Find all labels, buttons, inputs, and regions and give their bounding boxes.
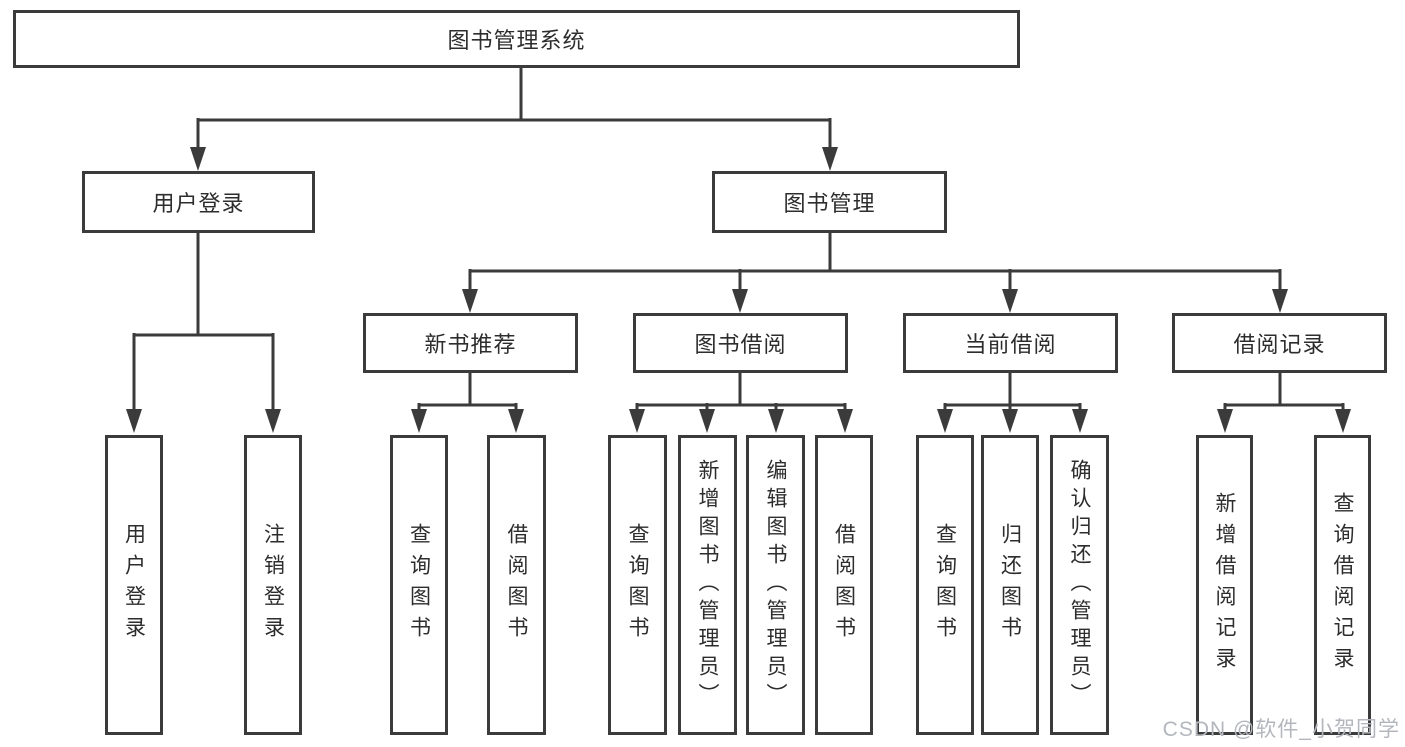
node-label: 确认归还（管理员） (1068, 459, 1091, 711)
leaf-query-book-recommend: 查询图书 (390, 435, 448, 735)
leaf-add-borrow-record: 新增借阅记录 (1196, 435, 1253, 735)
leaf-borrow-book-recommend: 借阅图书 (487, 435, 546, 735)
leaf-query-book-borrow: 查询图书 (608, 435, 667, 735)
node-label: 新书推荐 (424, 332, 517, 357)
node-label: 当前借阅 (964, 332, 1057, 357)
node-label: 查询图书 (626, 523, 649, 647)
node-label: 借阅记录 (1233, 332, 1326, 357)
leaf-confirm-return-admin: 确认归还（管理员） (1050, 435, 1109, 735)
leaf-query-book-current: 查询图书 (916, 435, 974, 735)
leaf-logout: 注销登录 (244, 435, 302, 735)
leaf-add-book-admin: 新增图书（管理员） (678, 435, 737, 735)
node-label: 用户登录 (152, 191, 245, 216)
node-label: 查询图书 (933, 523, 957, 647)
node-label: 图书管理系统 (447, 28, 586, 53)
node-current-borrow: 当前借阅 (903, 313, 1118, 373)
csdn-watermark: CSDN @软件_小贺同学 (1162, 718, 1400, 741)
node-user-login: 用户登录 (82, 171, 315, 233)
node-label: 编辑图书（管理员） (764, 459, 787, 711)
node-label: 查询图书 (407, 523, 431, 647)
leaf-borrow-book: 借阅图书 (815, 435, 873, 735)
leaf-return-book: 归还图书 (981, 435, 1039, 735)
node-label: 新增图书（管理员） (696, 459, 719, 711)
node-library-management-system: 图书管理系统 (13, 10, 1020, 68)
node-label: 借阅图书 (505, 523, 528, 647)
node-label: 图书管理 (783, 191, 876, 216)
node-label: 查询借阅记录 (1331, 492, 1354, 678)
node-new-book-recommend: 新书推荐 (363, 313, 578, 373)
node-label: 注销登录 (261, 523, 285, 647)
node-book-borrow: 图书借阅 (633, 313, 848, 373)
leaf-query-borrow-record: 查询借阅记录 (1314, 435, 1371, 735)
node-borrow-record: 借阅记录 (1172, 313, 1387, 373)
node-label: 用户登录 (122, 523, 146, 647)
leaf-edit-book-admin: 编辑图书（管理员） (746, 435, 805, 735)
node-label: 借阅图书 (832, 523, 856, 647)
leaf-user-login: 用户登录 (105, 435, 163, 735)
node-label: 新增借阅记录 (1213, 492, 1236, 678)
arrowhead-icons (126, 147, 1351, 433)
node-label: 图书借阅 (694, 332, 787, 357)
node-label: 归还图书 (998, 523, 1022, 647)
node-book-management: 图书管理 (712, 171, 947, 233)
